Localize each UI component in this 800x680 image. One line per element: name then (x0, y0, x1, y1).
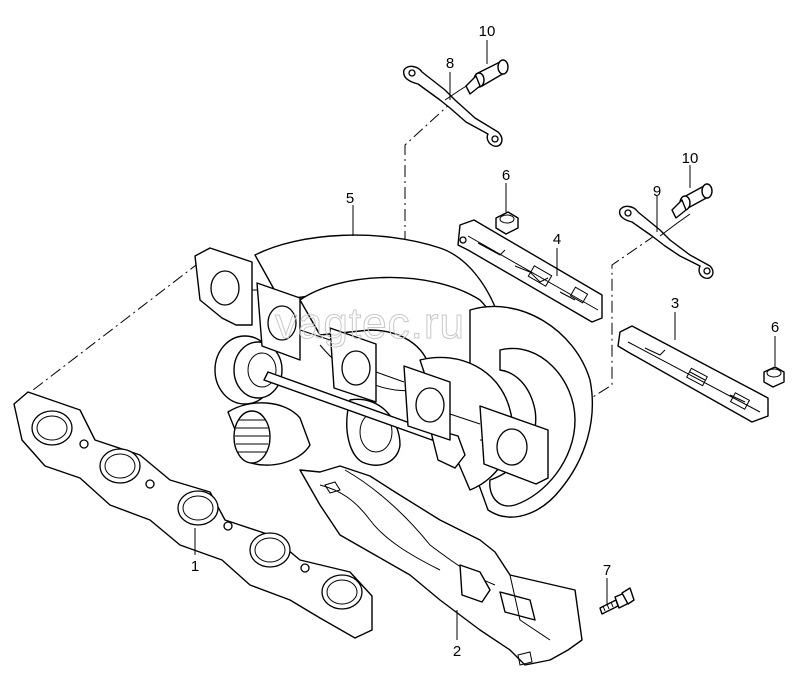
leader-lines (194, 40, 776, 640)
callout-3: 3 (671, 295, 679, 312)
sleeve-lower (671, 183, 713, 219)
bracket-lower (617, 325, 769, 423)
turbo-housing (214, 335, 401, 466)
callout-6-lower: 6 (771, 319, 779, 336)
manifold-flange (194, 247, 549, 485)
sleeve-upper (465, 59, 509, 95)
callout-4: 4 (553, 231, 561, 248)
heat-shield (299, 465, 583, 666)
callout-1: 1 (191, 558, 199, 575)
manifold-gasket (13, 391, 373, 639)
callout-8: 8 (446, 55, 454, 72)
callout-2: 2 (453, 643, 461, 660)
callout-labels: 1 2 3 4 5 6 6 7 8 9 10 10 (191, 23, 779, 660)
callout-9: 9 (653, 183, 661, 200)
callout-5: 5 (346, 190, 354, 207)
wastegate-rod (263, 371, 466, 469)
callout-7: 7 (603, 562, 611, 579)
exhaust-manifold (254, 234, 593, 518)
watermark: vagtec.ru (275, 299, 465, 348)
clamp-lower (618, 205, 714, 279)
assembly-lines (19, 101, 661, 406)
callout-10-upper: 10 (479, 23, 496, 40)
nut-lower (763, 366, 785, 388)
bolt (599, 587, 635, 615)
clamp-upper (403, 65, 503, 147)
callout-10-lower: 10 (682, 150, 699, 167)
nut-upper (495, 211, 519, 235)
callout-6-upper: 6 (502, 167, 510, 184)
bracket-upper (457, 219, 603, 323)
